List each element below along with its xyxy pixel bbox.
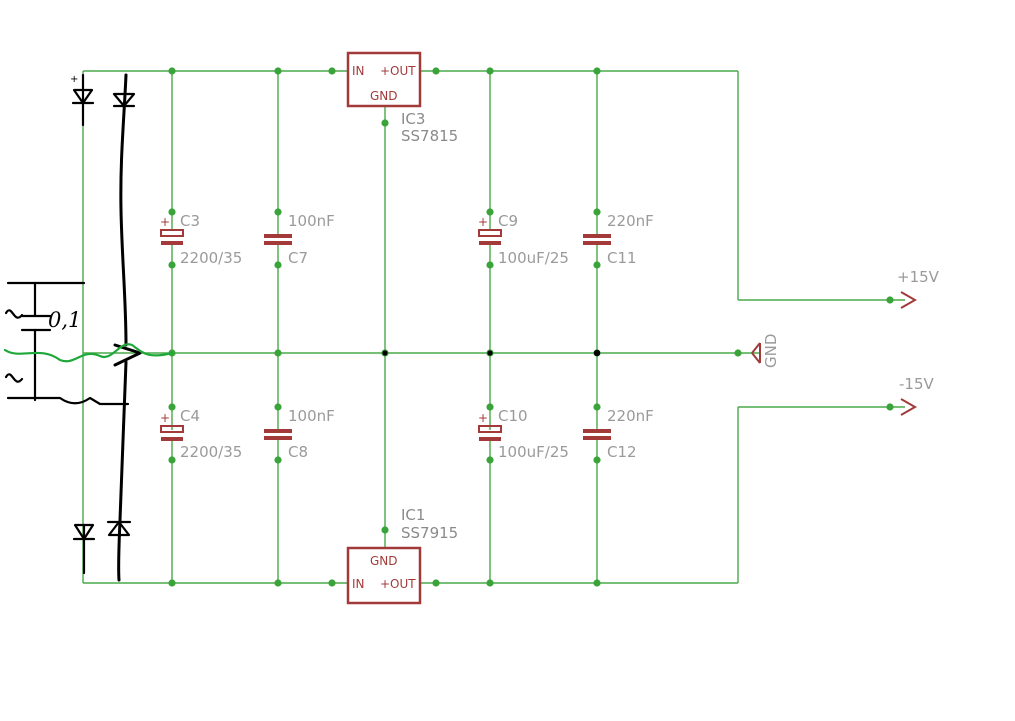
regulator-name: IC3 bbox=[401, 110, 425, 128]
junction-dot bbox=[168, 208, 176, 216]
junction-dot bbox=[274, 67, 282, 75]
junction-dot bbox=[734, 349, 742, 357]
ac-symbol-icon bbox=[4, 309, 24, 319]
junction-dot bbox=[432, 67, 440, 75]
wires bbox=[82, 70, 905, 584]
diode-icon bbox=[112, 92, 136, 108]
output-plus15v: +15V bbox=[897, 268, 940, 309]
junction-dot bbox=[168, 579, 176, 587]
ground-label: GND bbox=[762, 334, 780, 368]
output-label-positive: +15V bbox=[897, 268, 940, 286]
junction-dot bbox=[886, 403, 894, 411]
junction-dot bbox=[168, 67, 176, 75]
junction-dot bbox=[486, 456, 494, 464]
junction-dot bbox=[486, 403, 494, 411]
junction-dot bbox=[274, 208, 282, 216]
capacitor-value: 2200/35 bbox=[180, 249, 242, 267]
junction-dots bbox=[168, 67, 894, 587]
junction-dot bbox=[168, 261, 176, 269]
transformer-label: 0,1 bbox=[48, 308, 81, 332]
junction-dot bbox=[432, 579, 440, 587]
junction-dot bbox=[593, 456, 601, 464]
junction-dot bbox=[168, 456, 176, 464]
junction-dot bbox=[274, 579, 282, 587]
capacitor-value: 100uF/25 bbox=[498, 249, 569, 267]
junction-dot bbox=[486, 67, 494, 75]
junction-dot bbox=[593, 261, 601, 269]
capacitor-c7: 100nF C7 bbox=[264, 212, 335, 267]
capacitor-c11: 220nF C11 bbox=[583, 212, 654, 267]
junction-dot bbox=[274, 349, 282, 357]
capacitor-name: C11 bbox=[607, 249, 637, 267]
pin-gnd-label: GND bbox=[370, 89, 398, 103]
handdrawn-rectifier: + 0,1 bbox=[3, 73, 174, 582]
capacitor-c9: + C9 100uF/25 bbox=[478, 212, 569, 267]
junction-dot bbox=[593, 403, 601, 411]
output-minus15v: -15V bbox=[899, 375, 934, 416]
pin-in-label: IN bbox=[352, 577, 365, 591]
junction-dot bbox=[274, 403, 282, 411]
ground-symbol: GND bbox=[751, 334, 780, 368]
capacitor-c8: 100nF C8 bbox=[264, 407, 335, 461]
capacitor-value: 100nF bbox=[288, 407, 335, 425]
regulator-ic1: GND IN +OUT IC1 SS7915 bbox=[346, 506, 458, 605]
capacitor-name: C8 bbox=[288, 443, 308, 461]
junction-dot bbox=[486, 579, 494, 587]
pin-out-label: +OUT bbox=[380, 64, 416, 78]
capacitor-c3: + C3 2200/35 bbox=[160, 212, 242, 267]
output-label-negative: -15V bbox=[899, 375, 934, 393]
junction-dot bbox=[274, 261, 282, 269]
capacitor-name: C3 bbox=[180, 212, 200, 230]
capacitor-name: C9 bbox=[498, 212, 518, 230]
capacitor-value: 220nF bbox=[607, 212, 654, 230]
diode-icon bbox=[72, 88, 94, 105]
junction-dot bbox=[274, 456, 282, 464]
regulator-ic3: IN +OUT GND IC3 SS7815 bbox=[346, 51, 458, 145]
black-junction bbox=[487, 350, 493, 356]
junction-dot bbox=[168, 403, 176, 411]
regulator-value: SS7915 bbox=[401, 524, 458, 542]
junction-dot bbox=[328, 579, 336, 587]
capacitor-value: 2200/35 bbox=[180, 443, 242, 461]
regulator-value: SS7815 bbox=[401, 127, 458, 145]
black-junction bbox=[382, 350, 388, 356]
capacitor-name: C10 bbox=[498, 407, 528, 425]
junction-dot bbox=[381, 119, 389, 127]
capacitor-value: 220nF bbox=[607, 407, 654, 425]
junction-dot bbox=[486, 261, 494, 269]
capacitor-value: 100uF/25 bbox=[498, 443, 569, 461]
capacitor-name: C7 bbox=[288, 249, 308, 267]
polarity-mark: + bbox=[70, 74, 78, 85]
capacitor-c10: + C10 100uF/25 bbox=[478, 407, 569, 461]
regulator-body bbox=[346, 51, 422, 108]
ac-symbol-icon bbox=[4, 373, 24, 383]
junction-dot bbox=[486, 208, 494, 216]
regulator-body bbox=[346, 546, 422, 605]
regulator-name: IC1 bbox=[401, 506, 425, 524]
pin-in-label: IN bbox=[352, 64, 365, 78]
pin-gnd-label: GND bbox=[370, 554, 398, 568]
black-junction bbox=[593, 349, 601, 357]
junction-dot bbox=[593, 67, 601, 75]
pin-out-label: +OUT bbox=[380, 577, 416, 591]
capacitor-c4: + C4 2200/35 bbox=[160, 407, 242, 461]
junction-dot bbox=[593, 579, 601, 587]
capacitor-name: C4 bbox=[180, 407, 200, 425]
junction-dot bbox=[886, 296, 894, 304]
polarity-mark: + bbox=[160, 411, 170, 425]
capacitor-name: C12 bbox=[607, 443, 637, 461]
polarity-mark: + bbox=[478, 215, 488, 229]
junction-dot bbox=[593, 208, 601, 216]
junction-dot bbox=[328, 67, 336, 75]
capacitor-value: 100nF bbox=[288, 212, 335, 230]
polarity-mark: + bbox=[478, 411, 488, 425]
capacitor-c12: 220nF C12 bbox=[583, 407, 654, 461]
junction-dot bbox=[381, 526, 389, 534]
polarity-mark: + bbox=[160, 215, 170, 229]
